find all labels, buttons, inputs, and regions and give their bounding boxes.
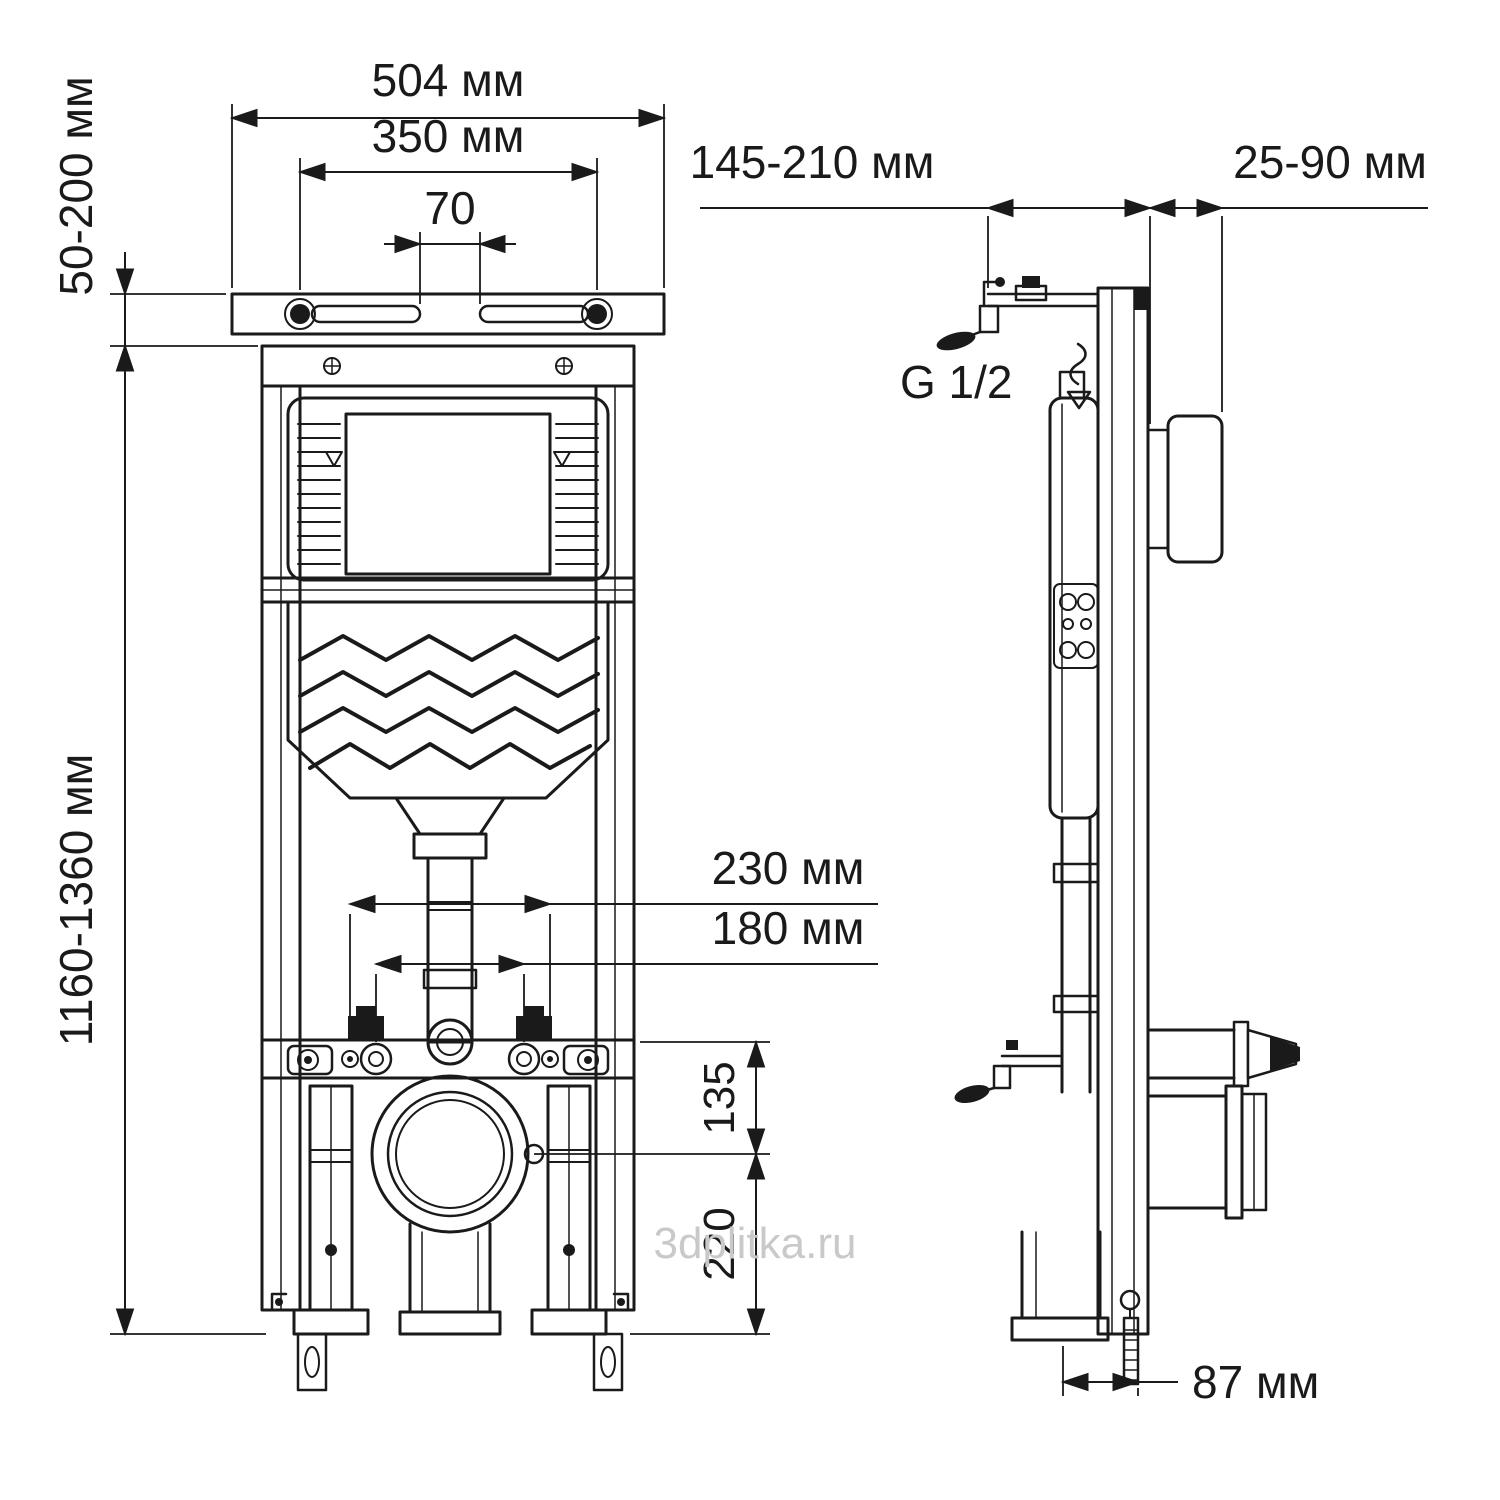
dim-slot-gap-label: 70: [424, 182, 475, 234]
water-wave-line: [298, 634, 600, 662]
dim-mount-width-label: 350 мм: [372, 110, 525, 162]
waste-elbow: [1010, 1084, 1268, 1386]
side-rail-profile: [1096, 286, 1150, 1336]
side-view-drawing: [936, 276, 1300, 1386]
water-wave-line: [298, 670, 600, 698]
cistern-access-panel: [286, 396, 610, 582]
marker-triangle-right: [553, 451, 571, 467]
frame-feet: [270, 1084, 630, 1392]
side-dimensions: 145-210 мм 25-90 мм G 1/2 87 мм: [690, 136, 1428, 1408]
flush-pipe: [394, 796, 506, 1044]
vent-lines-right: [555, 423, 599, 565]
dim-outlet-to-fix-label: 135: [695, 1061, 744, 1134]
water-wave-line: [308, 742, 592, 770]
dim-outlet-offset-label: 87 мм: [1192, 1356, 1319, 1408]
dim-fix-outer-label: 230 мм: [712, 842, 865, 894]
front-dimensions: 504 мм 350 мм 70 50-200 мм 1160-1360 мм …: [50, 54, 878, 1337]
flush-bend-outlet: [1146, 1020, 1300, 1088]
water-inlet-valve: [936, 276, 1100, 351]
fixing-stud-right: [507, 1042, 541, 1076]
side-flush-pipe: [1052, 816, 1100, 1094]
waste-outlet: [370, 1074, 545, 1336]
frame-top-crossmember: [260, 344, 636, 388]
dim-frame-height-label: 1160-1360 мм: [50, 754, 102, 1047]
fixing-stud-left: [359, 1042, 393, 1076]
dim-fix-inner-label: 180 мм: [712, 902, 865, 954]
front-view-drawing: [230, 292, 666, 1392]
vent-lines-left: [297, 423, 341, 565]
marker-triangle-left: [325, 451, 343, 467]
dim-button-depth-label: 25-90 мм: [1233, 136, 1427, 188]
watermark-text: 3dplitka.ru: [653, 1219, 856, 1268]
dim-depth-label: 145-210 мм: [690, 136, 935, 188]
water-wave-line: [298, 706, 600, 734]
top-wall-bracket: [230, 292, 666, 336]
cistern-tank: [286, 600, 610, 800]
dim-frame-width-label: 504 мм: [372, 54, 525, 106]
lower-valve: [954, 1040, 1064, 1104]
frame-rails: [260, 384, 636, 1312]
mid-crossband: [260, 576, 636, 604]
dim-top-offset-label: 50-200 мм: [50, 76, 102, 295]
access-window: [344, 412, 552, 576]
inlet-thread-label: G 1/2: [900, 356, 1013, 408]
side-cistern-profile: [1048, 370, 1100, 820]
dim-outlet-height-label: 220: [695, 1207, 744, 1280]
mounting-crossbar: [260, 1006, 636, 1080]
flush-button-unit: [1146, 414, 1224, 564]
